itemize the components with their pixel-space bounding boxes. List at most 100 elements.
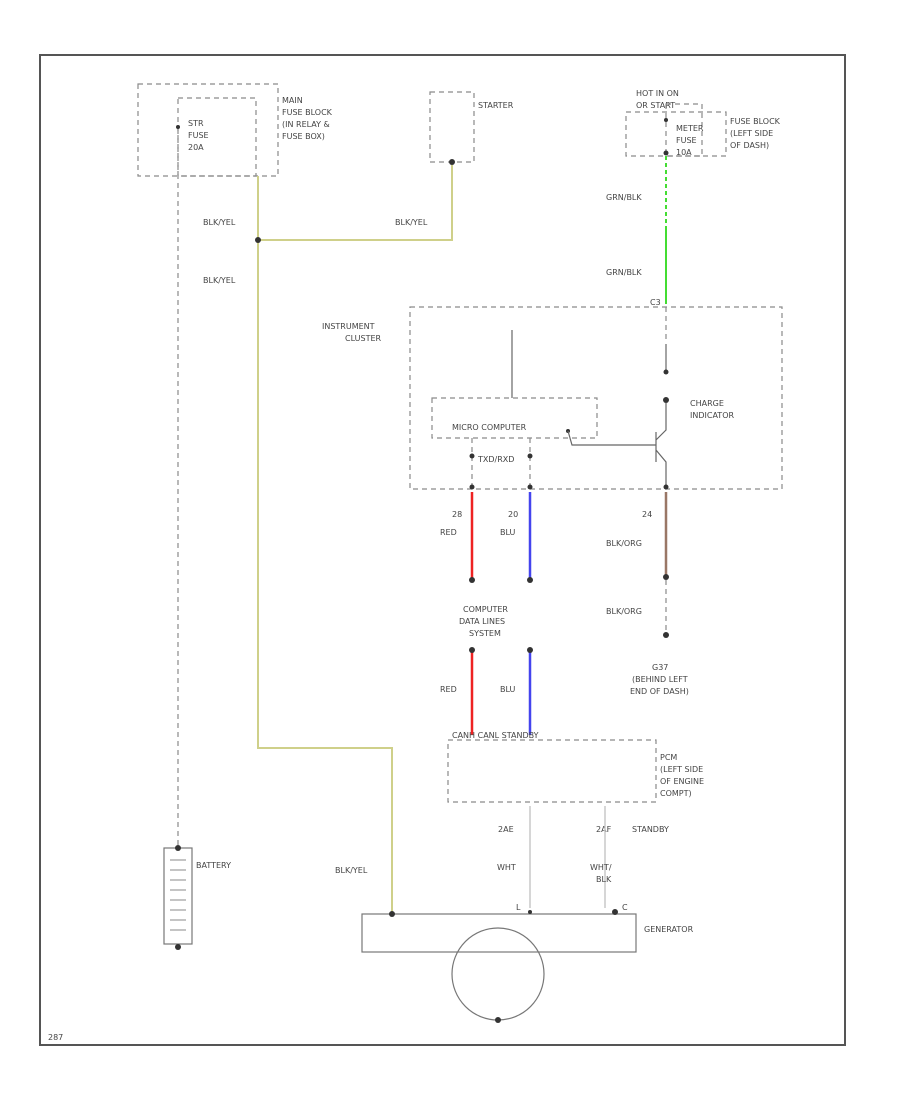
ground-g37-label-line: (BEHIND LEFT: [632, 675, 688, 684]
wire-label-wht-blk: WHT/ BLK: [590, 863, 614, 884]
generator-pin-l-label: L: [516, 903, 521, 912]
splice-node: [255, 237, 261, 243]
generator-l-terminal: [528, 910, 532, 914]
wire-label-blk-yel-1: BLK/YEL: [203, 218, 236, 227]
pin-28-node: [469, 484, 475, 490]
pin-20-node-top: [527, 453, 533, 459]
generator-pin-c-label: C: [622, 903, 628, 912]
pin-20-node: [527, 484, 533, 490]
starter-box: [429, 91, 475, 163]
computer-data-lines-label-line: COMPUTER: [463, 605, 508, 614]
starter-terminal: [449, 159, 455, 165]
wire-label-wht-blk-line: BLK: [596, 875, 612, 884]
charge-indicator-node-top: [663, 369, 669, 375]
battery-cells: [170, 859, 186, 931]
generator-label: GENERATOR: [644, 925, 694, 934]
red-wire-upper-end: [469, 577, 475, 583]
ground-g37-label-line: G37: [652, 663, 668, 672]
pcm-label: PCM (LEFT SIDE OF ENGINE COMPT): [660, 753, 707, 798]
fuse-main-terminal: [176, 125, 180, 129]
main-fuse-block-label-line: (IN RELAY &: [282, 120, 330, 129]
instrument-cluster-box: [409, 306, 783, 490]
main-fuse-block-label-line: FUSE BLOCK: [282, 108, 333, 117]
generator-rotor: [451, 927, 545, 1021]
pcm-label-line: PCM: [660, 753, 677, 762]
fuse-block-dash-label-line: FUSE BLOCK: [730, 117, 781, 126]
pin-28-node-top: [469, 453, 475, 459]
meter-fuse-terminal-bottom: [663, 150, 669, 156]
battery-negative-terminal: [175, 944, 181, 950]
standby-label: STANDBY: [632, 825, 669, 834]
main-fuse-block-label-line: MAIN: [282, 96, 303, 105]
micro-computer-label: MICRO COMPUTER: [452, 423, 527, 432]
blk-org-node: [663, 574, 669, 580]
pin-24-node: [663, 484, 669, 490]
charge-indicator-label-line: CHARGE: [690, 399, 724, 408]
pin-20-label: 20: [508, 510, 518, 519]
pin-28-label: 28: [452, 510, 462, 519]
computer-data-lines-label: COMPUTER DATA LINES SYSTEM: [459, 605, 511, 638]
pcm-box: [447, 739, 657, 803]
wire-label-blk-yel-3: BLK/YEL: [203, 276, 236, 285]
pin-2af-label: 2AF: [596, 825, 612, 834]
starter-label: STARTER: [478, 101, 514, 110]
wire-label-grn-blk-1: GRN/BLK: [606, 193, 642, 202]
computer-data-lines-label-line: SYSTEM: [469, 629, 501, 638]
wire-label-wht: WHT: [497, 863, 516, 872]
micro-computer-box: [431, 397, 598, 439]
pcm-label-line: OF ENGINE: [660, 777, 704, 786]
wire-label-red-1: RED: [440, 528, 457, 537]
blu-wire-lower-start: [527, 647, 533, 653]
hot-in-on-label-line: HOT IN ON: [636, 89, 679, 98]
pin-24-label: 24: [642, 510, 652, 519]
hot-in-on-label: HOT IN ON OR START: [636, 89, 681, 110]
charge-indicator-node: [663, 397, 669, 403]
fuse-main-label-line: FUSE: [188, 131, 209, 140]
fuse-block-dash-label: FUSE BLOCK (LEFT SIDE OF DASH): [730, 117, 782, 150]
wire-label-blk-org-1: BLK/ORG: [606, 539, 642, 548]
instrument-cluster-label-line: INSTRUMENT: [322, 322, 375, 331]
battery-label: BATTERY: [196, 861, 231, 870]
generator-b-terminal: [389, 911, 395, 917]
main-fuse-block-label: MAIN FUSE BLOCK (IN RELAY & FUSE BOX): [282, 96, 334, 141]
fuse-block-dash-label-line: OF DASH): [730, 141, 769, 150]
meter-fuse-terminal-top: [664, 118, 668, 122]
meter-fuse-label: METER FUSE 10A: [676, 124, 706, 157]
wire-label-blk-yel-4: BLK/YEL: [335, 866, 368, 875]
generator-ground-node: [495, 1017, 501, 1023]
wire-label-wht-blk-line: WHT/: [590, 863, 612, 872]
charge-indicator-label-line: INDICATOR: [690, 411, 734, 420]
wire-label-blk-org-2: BLK/ORG: [606, 607, 642, 616]
generator-body: [361, 913, 637, 953]
fuse-block-dash-label-line: (LEFT SIDE: [730, 129, 773, 138]
ground-g37-label: G37 (BEHIND LEFT END OF DASH): [630, 663, 690, 696]
generator-c-terminal: [612, 909, 618, 915]
pin-2ae-label: 2AE: [498, 825, 514, 834]
battery-positive-terminal: [175, 845, 181, 851]
instrument-cluster-label-line: CLUSTER: [345, 334, 382, 343]
main-fuse-block-label-line: FUSE BOX): [282, 132, 325, 141]
terminal-c3-label: C3: [650, 298, 661, 307]
computer-data-lines-label-line: DATA LINES: [459, 617, 505, 626]
wire-label-red-2: RED: [440, 685, 457, 694]
main-fuse-block-box: [137, 83, 279, 177]
red-wire-lower-start: [469, 647, 475, 653]
meter-fuse-label-line: 10A: [676, 148, 692, 157]
wire-label-grn-blk-2: GRN/BLK: [606, 268, 642, 277]
fuse-main-label-line: 20A: [188, 143, 204, 152]
fuse-main-label: STR FUSE 20A: [188, 119, 211, 152]
meter-fuse-label-line: METER: [676, 124, 704, 133]
footer-code: 287: [48, 1033, 63, 1042]
charge-indicator-transistor: [567, 403, 667, 486]
wire-label-blu-1: BLU: [500, 528, 516, 537]
pcm-pins-label: CANH CANL STANDBY: [452, 731, 539, 740]
blu-wire-upper-end: [527, 577, 533, 583]
fuse-main-label-line: STR: [188, 119, 204, 128]
fuse-block-dash-box: [625, 111, 727, 157]
hot-in-on-label-line: OR START: [636, 101, 675, 110]
meter-fuse-box: [665, 103, 703, 157]
wire-label-blu-2: BLU: [500, 685, 516, 694]
charge-indicator-label: CHARGE INDICATOR: [690, 399, 734, 420]
meter-fuse-label-line: FUSE: [676, 136, 697, 145]
